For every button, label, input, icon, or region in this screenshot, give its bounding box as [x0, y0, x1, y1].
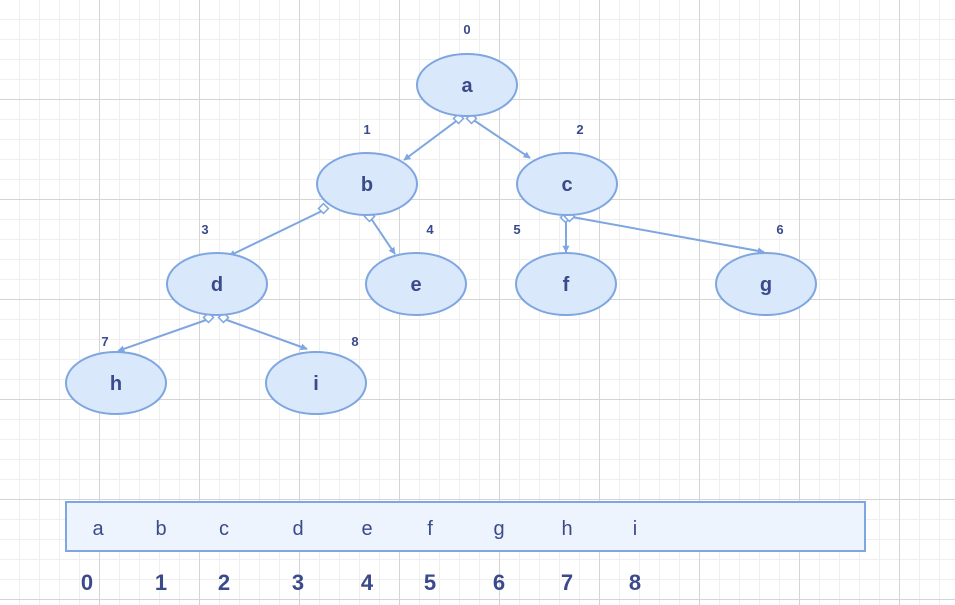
node-index-i: 8	[351, 334, 358, 349]
node-index-a: 0	[463, 22, 470, 37]
tree-node-e[interactable]: e 4	[365, 222, 467, 316]
array-index-4: 4	[361, 570, 374, 595]
tree-node-i[interactable]: i 8	[265, 334, 367, 415]
array-cell-8: i	[633, 518, 637, 540]
node-label-i: i	[313, 373, 319, 395]
node-label-e: e	[410, 274, 421, 296]
tree-node-c[interactable]: c 2	[516, 122, 618, 216]
array-cell-1: b	[155, 518, 166, 540]
array-index-8: 8	[629, 570, 641, 595]
edge-d-h[interactable]	[117, 311, 215, 353]
array-cell-2: c	[219, 518, 229, 540]
edge-c-g[interactable]	[563, 210, 765, 255]
array-index-6: 6	[493, 570, 505, 595]
edge-a-c[interactable]	[465, 112, 531, 159]
array-cell-7: h	[561, 518, 572, 540]
node-label-d: d	[211, 274, 223, 296]
array-cell-4: e	[361, 518, 372, 540]
tree-nodes: a 0 b 1 c 2 d 3 e 4 f 5 g	[65, 22, 817, 415]
array-cell-0: a	[92, 518, 104, 540]
node-index-g: 6	[776, 222, 783, 237]
node-label-a: a	[461, 75, 473, 97]
tree-node-g[interactable]: g 6	[715, 222, 817, 316]
node-index-c: 2	[576, 122, 583, 137]
node-index-h: 7	[101, 334, 108, 349]
edge-b-d[interactable]	[228, 202, 330, 257]
array-cell-3: d	[292, 518, 303, 540]
tree-node-f[interactable]: f 5	[513, 222, 617, 316]
node-label-g: g	[760, 274, 772, 296]
node-label-c: c	[561, 174, 572, 196]
edge-d-i[interactable]	[217, 311, 308, 351]
array-box[interactable]	[65, 501, 866, 552]
node-label-f: f	[563, 274, 570, 296]
node-label-b: b	[361, 174, 373, 196]
array-index-2: 2	[218, 570, 230, 595]
array-index-7: 7	[561, 570, 573, 595]
node-index-f: 5	[513, 222, 520, 237]
tree-node-d[interactable]: d 3	[166, 222, 268, 316]
array-index-0: 0	[81, 570, 93, 595]
array-index-1: 1	[155, 570, 167, 595]
node-index-e: 4	[426, 222, 434, 237]
array-cell-5: f	[427, 518, 433, 540]
array-representation: a b c d e f g h i 0 1 2 3 4 5 6 7 8	[65, 501, 866, 595]
node-index-b: 1	[363, 122, 370, 137]
tree-node-a[interactable]: a 0	[416, 22, 518, 117]
tree-node-b[interactable]: b 1	[316, 122, 418, 216]
tree-node-h[interactable]: h 7	[65, 334, 167, 415]
node-index-d: 3	[201, 222, 208, 237]
edge-b-e[interactable]	[363, 210, 396, 255]
array-index-3: 3	[292, 570, 304, 595]
array-cell-6: g	[493, 518, 504, 540]
node-label-h: h	[110, 373, 122, 395]
edge-a-b[interactable]	[403, 112, 465, 161]
array-index-5: 5	[424, 570, 436, 595]
